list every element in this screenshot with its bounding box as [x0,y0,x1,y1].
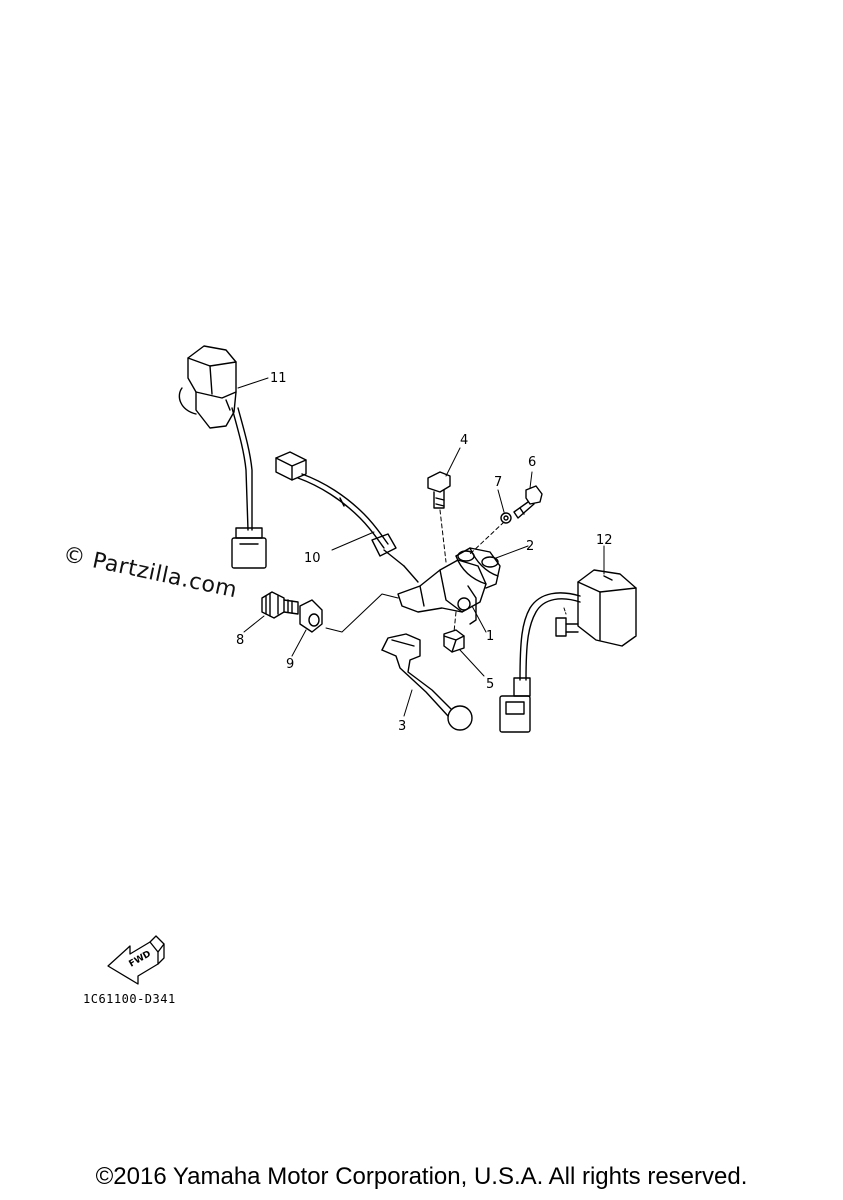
callout-9: 9 [286,657,294,672]
callout-11: 11 [270,371,287,386]
part-10-clutch-switch[interactable] [275,451,419,583]
part-8-adjuster[interactable] [261,591,299,619]
callout-12: 12 [596,533,613,548]
callout-8: 8 [236,633,244,648]
part-5-nut[interactable] [443,629,465,653]
part-2-clamp[interactable] [455,547,501,589]
part-12-right-switch[interactable] [499,569,637,733]
callout-4: 4 [460,433,468,448]
callout-1: 1 [486,629,494,644]
part-6-screw[interactable] [513,485,543,519]
callout-7: 7 [494,475,502,490]
callout-6: 6 [528,455,536,470]
callout-3: 3 [398,719,406,734]
part-9-locknut[interactable] [299,599,323,633]
fwd-arrow-icon: FWD [107,935,165,985]
part-7-washer[interactable] [500,512,512,524]
callout-leaders [237,377,605,717]
part-11-left-switch[interactable] [178,345,267,569]
callout-10: 10 [304,551,321,566]
part-4-bolt[interactable] [427,471,451,509]
part-1-lever-holder[interactable] [397,559,487,625]
copyright-notice: ©2016 Yamaha Motor Corporation, U.S.A. A… [95,1163,748,1190]
callout-labels: 1 2 3 4 5 6 7 8 9 10 11 12 [236,371,613,734]
part-3-lever[interactable] [381,633,473,731]
callout-2: 2 [526,539,534,554]
callout-5: 5 [486,677,494,692]
assembly-lines [325,509,567,633]
drawing-code: 1C61100-D341 [83,992,176,1006]
